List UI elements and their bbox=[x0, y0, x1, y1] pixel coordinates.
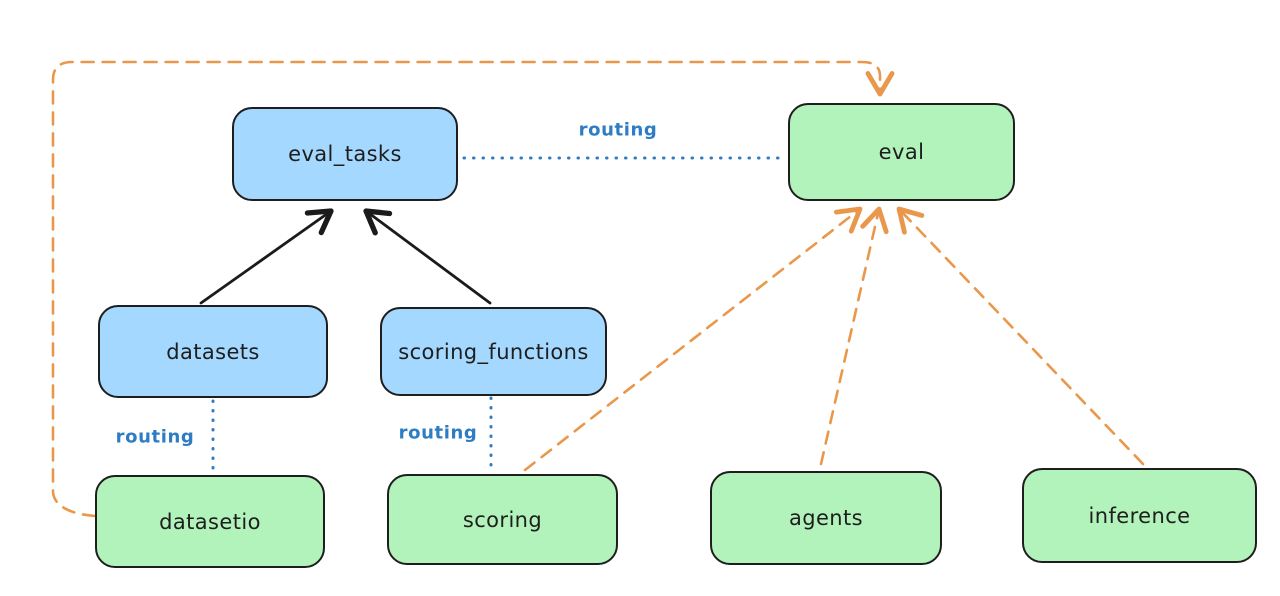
edge-datasets-to-eval-tasks bbox=[199, 208, 334, 305]
node-label: inference bbox=[1088, 503, 1191, 528]
node-eval: eval bbox=[788, 103, 1015, 201]
node-label: eval_tasks bbox=[288, 142, 402, 166]
node-label: scoring bbox=[462, 507, 543, 532]
node-label: eval bbox=[878, 140, 925, 164]
node-scoring: scoring bbox=[387, 474, 618, 565]
edge-scoring-functions-to-eval-tasks bbox=[363, 208, 492, 305]
edge-label-routing-scoring: routing bbox=[398, 422, 478, 444]
node-agents: agents bbox=[710, 471, 942, 565]
node-datasetio: datasetio bbox=[95, 475, 325, 568]
edge-scoring-to-eval bbox=[523, 206, 863, 472]
node-scoring-functions: scoring_functions bbox=[380, 307, 607, 396]
node-label: scoring_functions bbox=[398, 339, 589, 364]
node-datasets: datasets bbox=[98, 305, 328, 398]
node-label: datasetio bbox=[159, 509, 261, 534]
edge-inference-to-eval bbox=[896, 206, 1145, 466]
node-inference: inference bbox=[1022, 468, 1257, 563]
node-eval-tasks: eval_tasks bbox=[232, 107, 458, 201]
node-label: agents bbox=[788, 506, 863, 530]
edge-label-routing-top: routing bbox=[578, 119, 658, 141]
edge-agents-to-eval bbox=[819, 206, 889, 466]
node-label: datasets bbox=[166, 339, 260, 364]
edge-datasetio-to-eval bbox=[51, 60, 895, 518]
edge-label-routing-datasets: routing bbox=[115, 426, 195, 448]
